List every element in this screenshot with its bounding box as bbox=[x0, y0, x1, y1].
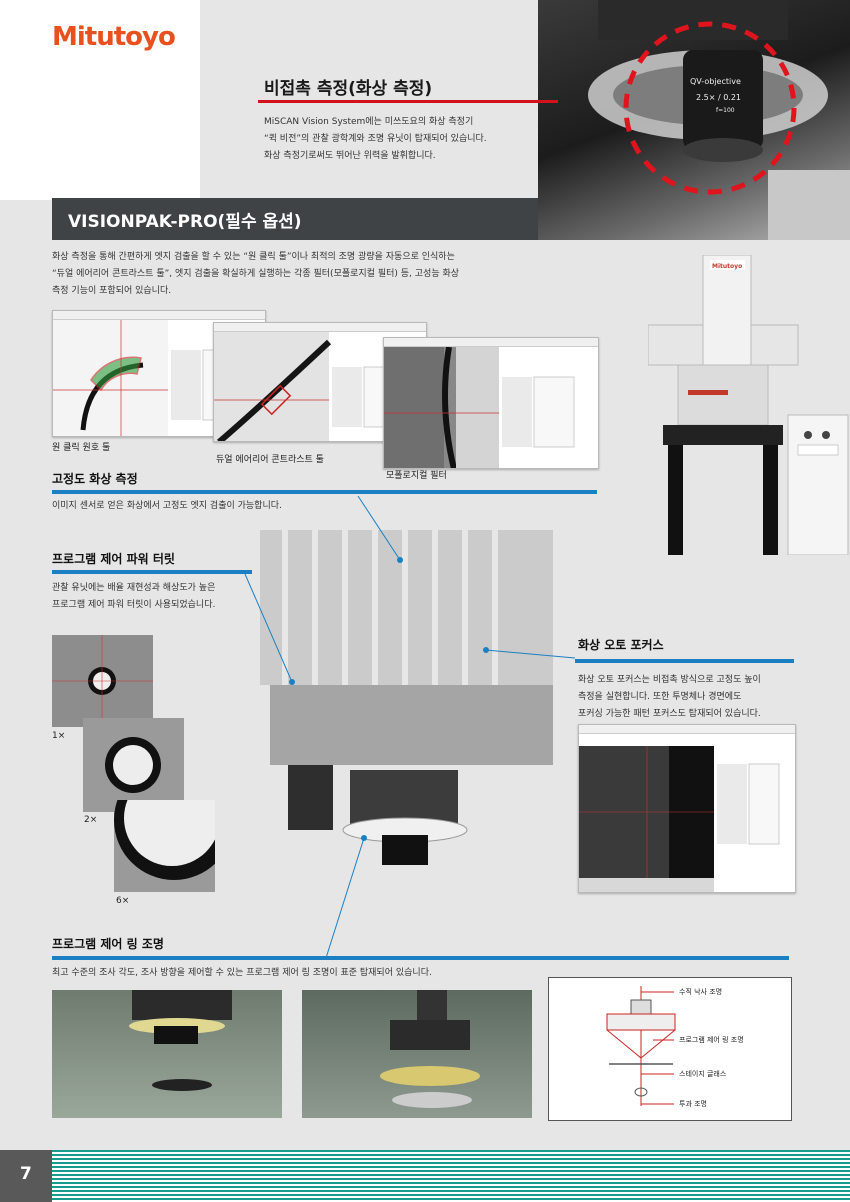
page-number: 7 bbox=[20, 1164, 32, 1184]
lens-text-2: 2.5× / 0.21 bbox=[696, 93, 741, 102]
mag-image-1x bbox=[52, 635, 153, 727]
caption-one-click: 원 클릭 원호 툴 bbox=[52, 443, 111, 453]
mag-label-6x: 6× bbox=[116, 896, 130, 906]
mag-image-2x bbox=[83, 718, 184, 812]
ring-light-diagram: 수직 낙사 조명 프로그램 제어 링 조명 스테이지 글래스 투과 조명 bbox=[548, 977, 792, 1121]
turret-title: 프로그램 제어 파워 터릿 bbox=[52, 552, 175, 566]
page-number-box: 7 bbox=[0, 1150, 52, 1202]
mitutoyo-logo: Mitutoyo bbox=[52, 22, 176, 52]
machine-illustration: Mitutoyo bbox=[647, 254, 849, 556]
turret-rule bbox=[52, 570, 252, 574]
hole-1x bbox=[52, 635, 153, 727]
autofocus-title: 화상 오토 포커스 bbox=[578, 638, 664, 652]
fixed-measure-text: 이미지 센서로 얻은 화상에서 고정도 엣지 검출이 가능합니다. bbox=[52, 501, 282, 511]
lens-text-3: f=100 bbox=[716, 107, 735, 114]
intro-text: 화상 측정을 통해 간편하게 엣지 검출을 할 수 있는 “원 클릭 툴”이나 … bbox=[52, 249, 512, 300]
ring-photo-1 bbox=[52, 990, 282, 1118]
mag-image-6x bbox=[114, 760, 234, 892]
turret-text: 관찰 유닛에는 배율 재현성과 해상도가 높은 프로그램 제어 파워 터릿이 사… bbox=[52, 580, 215, 614]
autofocus-view bbox=[579, 746, 780, 892]
autofocus-line: 측정을 실현합니다. 또한 투명체나 경면에도 bbox=[578, 692, 742, 702]
morph-filter-view bbox=[384, 346, 575, 468]
ring-light-text: 최고 수준의 조사 각도, 조사 방향을 제어할 수 있는 프로그램 제어 링 … bbox=[52, 968, 432, 978]
screenshot-morphological bbox=[383, 337, 599, 469]
diagram-label-ring: 프로그램 제어 링 조명 bbox=[679, 1036, 744, 1044]
autofocus-rule bbox=[575, 659, 794, 663]
optical-unit-illustration bbox=[260, 530, 553, 865]
hero-underline bbox=[258, 100, 558, 103]
diagram-label-transmitted: 투과 조명 bbox=[679, 1100, 707, 1108]
autofocus-line: 포커싱 가능한 패턴 포커스도 탑재되어 있습니다. bbox=[578, 709, 761, 719]
fixed-measure-title: 고정도 화상 측정 bbox=[52, 472, 138, 486]
footer-stripes bbox=[52, 1150, 850, 1202]
fixed-measure-rule bbox=[52, 490, 597, 494]
ring-light-photo-2 bbox=[380, 990, 480, 1108]
optical-unit-photo bbox=[260, 530, 553, 870]
caption-dual-area: 듀얼 에어리어 콘트라스트 툴 bbox=[216, 455, 324, 465]
machine-photo: Mitutoyo bbox=[647, 254, 850, 556]
ring-light-title: 프로그램 제어 링 조명 bbox=[52, 937, 164, 951]
hero-line: 화상 측정기로써도 뛰어난 위력을 발휘합니다. bbox=[264, 151, 436, 161]
ring-photo-2 bbox=[302, 990, 532, 1118]
autofocus-text: 화상 오토 포커스는 비접촉 방식으로 고정도 높이 측정을 실현합니다. 또한… bbox=[578, 672, 761, 723]
hole-6x bbox=[114, 760, 234, 880]
section-banner: VISIONPAK-PRO(필수 옵션) bbox=[52, 198, 538, 240]
caption-morphological: 모폴로지컬 필터 bbox=[386, 471, 447, 481]
lens-illustration: QV-objective 2.5× / 0.21 f=100 bbox=[588, 0, 850, 240]
mag-label-1x: 1× bbox=[52, 731, 66, 741]
hero-line: MiSCAN Vision System에는 미쓰도요의 화상 측정기 bbox=[264, 117, 474, 127]
mag-label-2x: 2× bbox=[84, 815, 98, 825]
hero-title: 비접촉 측정(화상 측정) bbox=[264, 79, 433, 99]
lens-photo: QV-objective 2.5× / 0.21 f=100 bbox=[538, 0, 850, 240]
ring-light-rule bbox=[52, 956, 789, 960]
hero-text: MiSCAN Vision System에는 미쓰도요의 화상 측정기 “퀵 비… bbox=[264, 114, 534, 165]
screenshot-autofocus bbox=[578, 724, 796, 893]
diagram-label-coaxial: 수직 낙사 조명 bbox=[679, 988, 723, 996]
turret-line: 프로그램 제어 파워 터릿이 사용되었습니다. bbox=[52, 600, 216, 610]
turret-line: 관찰 유닛에는 배율 재현성과 해상도가 높은 bbox=[52, 583, 216, 593]
hero-line: “퀵 비전”의 관찰 광학계와 조명 유닛이 탑재되어 있습니다. bbox=[264, 134, 487, 144]
ring-light-photo-1 bbox=[129, 990, 232, 1091]
intro-line: 화상 측정을 통해 간편하게 엣지 검출을 할 수 있는 “원 클릭 툴”이나 … bbox=[52, 252, 455, 262]
machine-brand-label: Mitutoyo bbox=[712, 263, 742, 270]
lens-text-1: QV-objective bbox=[690, 77, 741, 86]
hole-2x bbox=[105, 737, 161, 793]
banner-title: VISIONPAK-PRO(필수 옵션) bbox=[68, 212, 302, 232]
header-panel bbox=[0, 0, 200, 200]
intro-line: “듀얼 에어리어 콘트라스트 툴”, 엣지 검출을 확실하게 실행하는 각종 필… bbox=[52, 269, 460, 279]
autofocus-line: 화상 오토 포커스는 비접촉 방식으로 고정도 높이 bbox=[578, 675, 761, 685]
intro-line: 측정 기능이 포함되어 있습니다. bbox=[52, 286, 172, 296]
diagram-label-stage: 스테이지 글래스 bbox=[679, 1070, 727, 1078]
diagram-illustration bbox=[606, 986, 676, 1106]
